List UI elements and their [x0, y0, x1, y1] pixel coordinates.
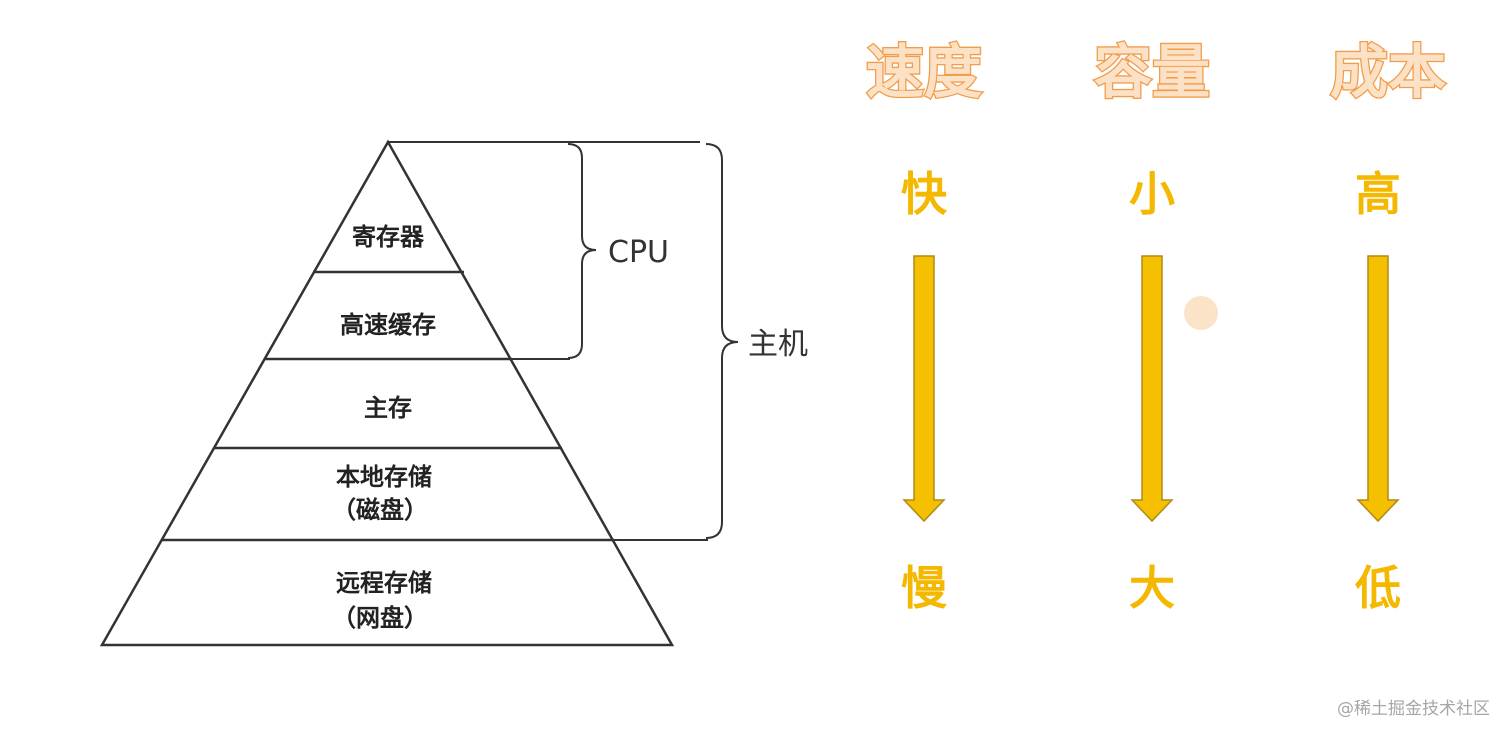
- cursor-highlight-dot: [1184, 296, 1218, 330]
- capacity-bottom-label: 大: [1129, 561, 1175, 615]
- host-brace: [705, 143, 739, 539]
- host-label: 主机: [748, 327, 808, 362]
- speed-down-arrow: [902, 255, 946, 523]
- speed-top-label: 快: [901, 167, 948, 221]
- layer-label-local-storage: 本地存储: [336, 463, 432, 491]
- cost-bottom-label: 低: [1355, 561, 1401, 615]
- cpu-brace: [567, 143, 597, 359]
- cpu-label: CPU: [608, 235, 669, 270]
- watermark-text: @稀土掘金技术社区: [1337, 699, 1490, 719]
- header-cost: 成本: [1330, 38, 1446, 106]
- header-capacity: 容量: [1094, 38, 1210, 106]
- speed-bottom-label: 慢: [901, 561, 948, 615]
- layer-label-remote-storage-note: （网盘）: [332, 604, 428, 632]
- capacity-down-arrow: [1130, 255, 1174, 523]
- layer-label-local-storage-note: （磁盘）: [332, 496, 428, 524]
- pyramid-outline: [99, 139, 675, 647]
- layer-label-remote-storage: 远程存储: [336, 569, 432, 597]
- cost-top-label: 高: [1355, 167, 1401, 221]
- header-speed: 速度: [866, 38, 982, 106]
- layer-label-cache: 高速缓存: [340, 311, 436, 339]
- layer-label-main-memory: 主存: [364, 394, 412, 422]
- capacity-top-label: 小: [1129, 167, 1175, 221]
- cost-down-arrow: [1356, 255, 1400, 523]
- layer-label-register: 寄存器: [352, 223, 425, 251]
